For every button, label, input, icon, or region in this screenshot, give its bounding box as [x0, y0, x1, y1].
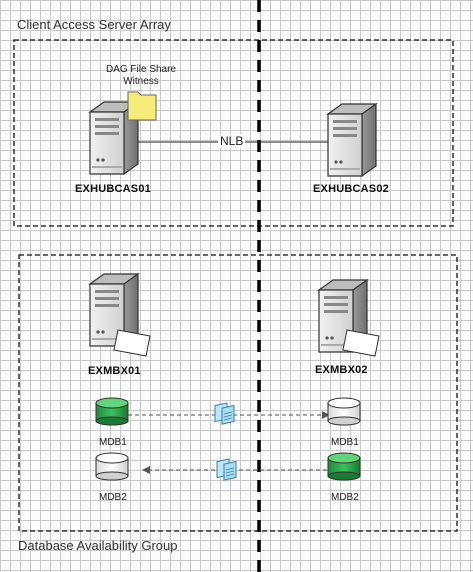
- witness-label-line2: Witness: [123, 76, 159, 87]
- db-label-left-bottom: MDB2: [99, 492, 127, 503]
- db-label-right-bottom: MDB2: [331, 492, 359, 503]
- log-files-icon: [216, 458, 237, 481]
- server-label-cas2: EXHUBCAS02: [313, 183, 389, 195]
- witness-label: DAG File Share Witness: [97, 64, 185, 88]
- db-label-right-top: MDB1: [331, 437, 359, 448]
- witness-label-line1: DAG File Share: [105, 64, 177, 75]
- dag-box: [18, 254, 458, 532]
- replication-arrowhead-bottom: [142, 466, 150, 474]
- replication-arrowhead-top: [322, 411, 330, 419]
- cas-array-box: [13, 39, 454, 227]
- database-icon-passive: [327, 397, 361, 426]
- cas-array-title: Client Access Server Array: [17, 17, 171, 32]
- mailbox-tag-icon: [113, 329, 151, 357]
- server-label-mbx2: EXMBX02: [315, 364, 368, 376]
- database-icon-active: [95, 397, 129, 426]
- server-label-cas1: EXHUBCAS01: [75, 183, 151, 195]
- server-label-mbx1: EXMBX01: [88, 365, 141, 377]
- log-files-icon: [214, 402, 235, 425]
- server-icon: [327, 103, 377, 177]
- dag-title: Database Availability Group: [18, 538, 178, 553]
- nlb-label: NLB: [218, 134, 246, 148]
- mailbox-tag-icon: [342, 329, 380, 357]
- database-icon-passive: [95, 452, 129, 481]
- folder-icon: [127, 91, 157, 121]
- database-icon-active: [327, 452, 361, 481]
- db-label-left-top: MDB1: [99, 437, 127, 448]
